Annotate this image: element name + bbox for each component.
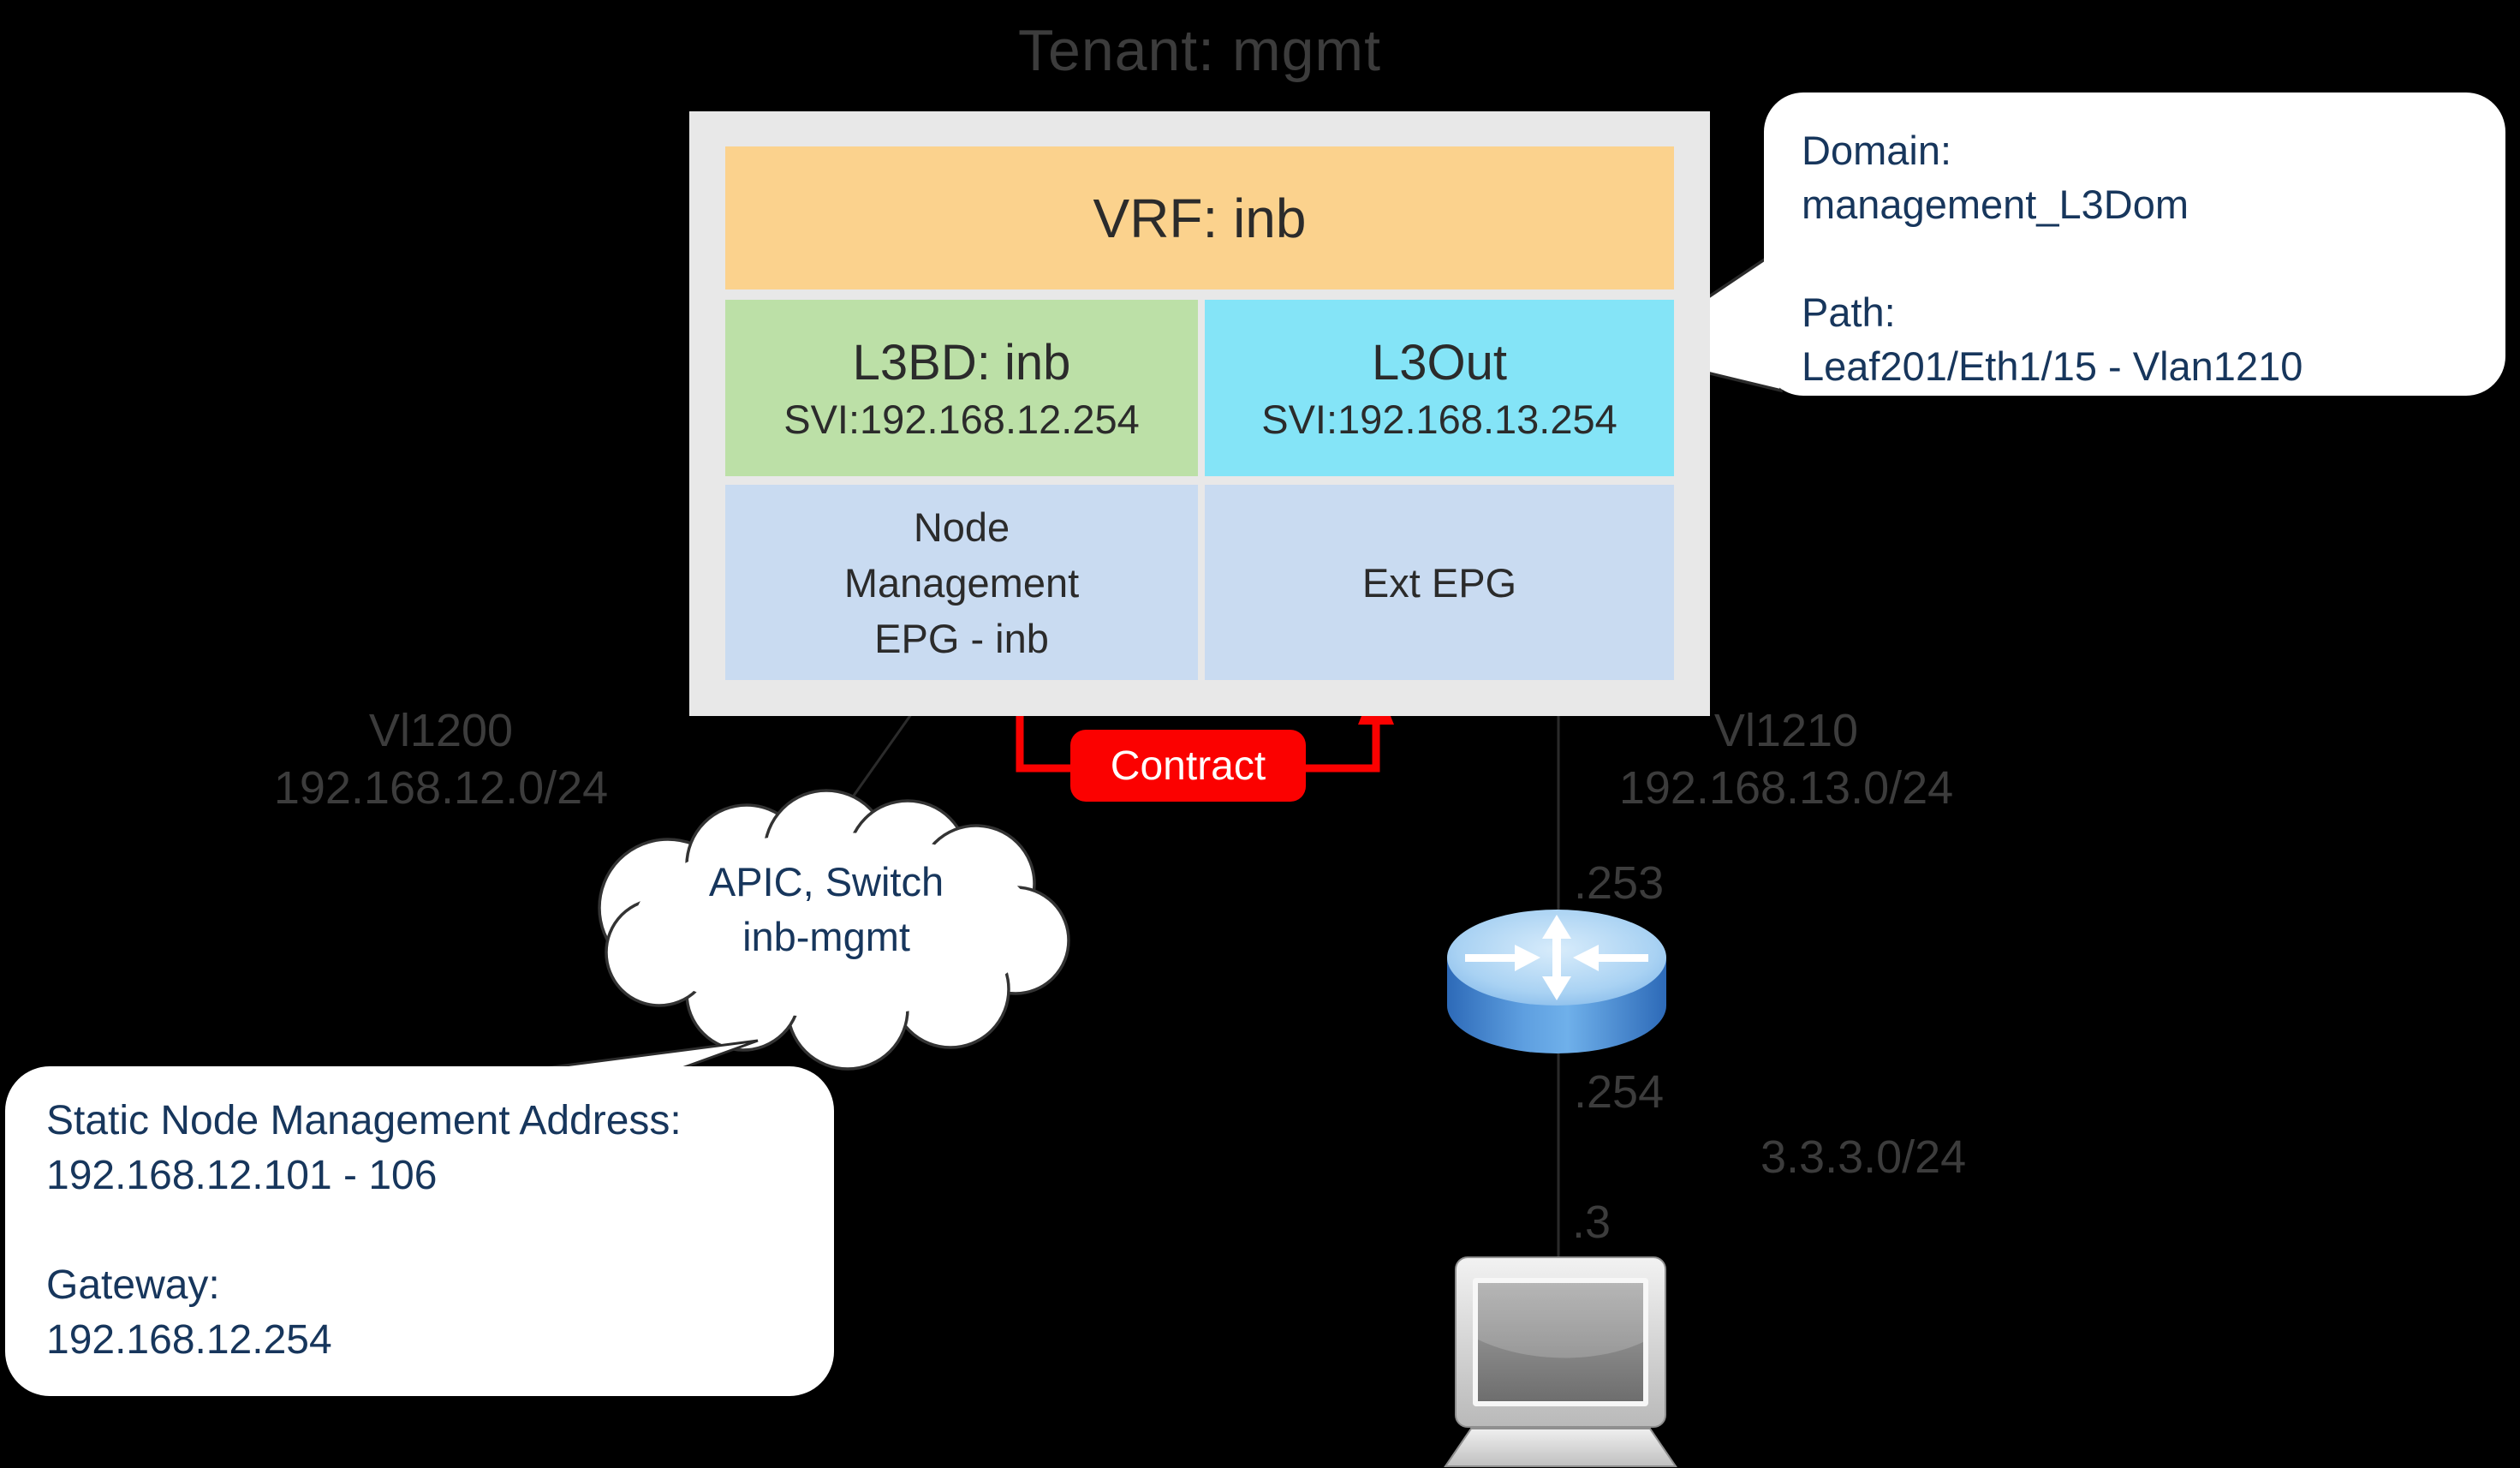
contract-badge: Contract [1070, 730, 1306, 802]
ext-epg-label: Ext EPG [1361, 559, 1517, 606]
ext-epg-box: Ext EPG [1205, 485, 1674, 680]
router-upper-ip-label: .253 [1574, 857, 1665, 909]
host-ip-label: .3 [1572, 1196, 1611, 1248]
static-callout-label1: Static Node Management Address: [46, 1098, 682, 1143]
domain-callout-label2: Path: [1802, 289, 1896, 335]
static-callout: Static Node Management Address: 192.168.… [5, 1066, 834, 1396]
domain-callout-value2: Leaf201/Eth1/15 - Vlan1210 [1802, 343, 2303, 389]
static-callout-spacer [46, 1203, 834, 1258]
cloud-fill [634, 832, 1036, 1017]
l3out-title: L3Out [1372, 335, 1507, 391]
domain-callout-spacer [1802, 231, 2505, 285]
vrf-label: VRF: inb [1093, 187, 1307, 249]
router-lower-ip-label: .254 [1574, 1066, 1665, 1118]
vrf-box: VRF: inb [725, 146, 1674, 289]
right-vlan-subnet: 192.168.13.0/24 [1618, 762, 1954, 814]
domain-callout-label1: Domain: [1802, 128, 1952, 173]
static-callout-value1: 192.168.12.101 - 106 [46, 1153, 438, 1198]
right-vlan-id: Vl1210 [1713, 705, 1859, 756]
cloud-label-line2: inb-mgmt [742, 914, 910, 959]
l3out-svi: SVI:192.168.13.254 [1261, 397, 1617, 442]
router-arrows-icon [1465, 915, 1648, 1000]
domain-callout: Domain: management_L3Dom Path: Leaf201/E… [1764, 92, 2505, 396]
left-vlan-subnet: 192.168.12.0/24 [273, 762, 609, 814]
cloud-label: APIC, Switch inb-mgmt [655, 855, 998, 964]
contract-label: Contract [1110, 743, 1266, 789]
router-icon [1447, 910, 1666, 1053]
l3bd-title: L3BD: inb [852, 335, 1071, 391]
node-mgmt-epg-line1: Node [913, 504, 1010, 550]
static-callout-value2: 192.168.12.254 [46, 1317, 332, 1363]
l3out-box: L3Out SVI:192.168.13.254 [1205, 300, 1674, 476]
tenant-container: VRF: inb L3BD: inb SVI:192.168.12.254 L3… [689, 111, 1710, 716]
cloud-label-line1: APIC, Switch [708, 859, 944, 904]
left-vlan-id: Vl1200 [368, 705, 514, 756]
node-mgmt-epg-box: Node Management EPG - inb [725, 485, 1198, 680]
node-mgmt-epg-line2: Management [843, 559, 1080, 606]
contract-arrow-right-segment [1276, 719, 1380, 773]
right-vlan-label: Vl1210 192.168.13.0/24 [1606, 702, 1966, 817]
domain-callout-value1: management_L3Dom [1802, 182, 2189, 227]
l3bd-svi: SVI:192.168.12.254 [783, 397, 1140, 442]
laptop-icon [1444, 1256, 1677, 1467]
left-vlan-label: Vl1200 192.168.12.0/24 [261, 702, 621, 817]
l3bd-box: L3BD: inb SVI:192.168.12.254 [725, 300, 1198, 476]
static-callout-label2: Gateway: [46, 1262, 220, 1308]
diagram-title: Tenant: mgmt [1018, 18, 1381, 83]
node-mgmt-epg-line3: EPG - inb [874, 615, 1049, 661]
host-subnet-label: 3.3.3.0/24 [1760, 1131, 1967, 1183]
